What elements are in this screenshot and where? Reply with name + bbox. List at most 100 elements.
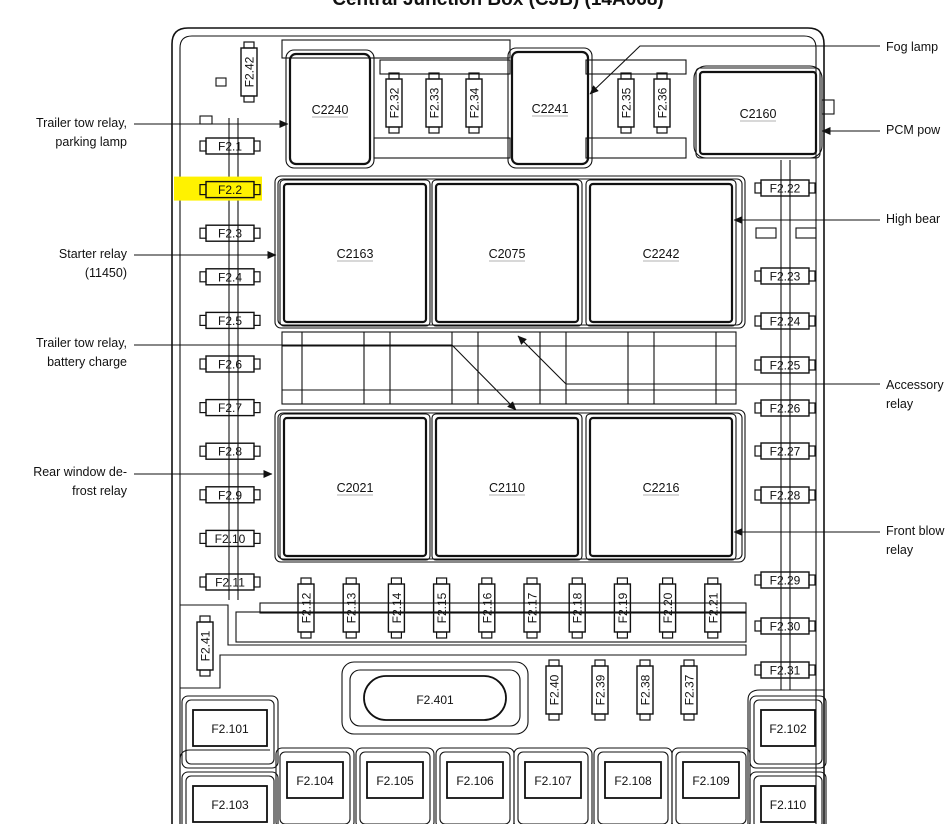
fuse-f2-25: F2.25 bbox=[754, 356, 816, 374]
fuse-f2-7: F2.7 bbox=[199, 398, 261, 417]
fuse-f2-38: F2.38 bbox=[636, 659, 654, 721]
fuse-label: F2.101 bbox=[211, 722, 249, 736]
relay-c2242: C2242 bbox=[585, 179, 737, 327]
fuse-f2-41: F2.41 bbox=[196, 615, 214, 677]
fuse-label: F2.106 bbox=[456, 774, 494, 788]
fuse-label: F2.13 bbox=[345, 592, 359, 623]
fuse-f2-105: F2.105 bbox=[355, 747, 435, 824]
relay-label: C2160 bbox=[740, 107, 777, 121]
callout-text: PCM pow bbox=[886, 123, 941, 137]
fuse-f2-12: F2.12 bbox=[297, 577, 315, 639]
fuse-label: F2.39 bbox=[594, 674, 608, 705]
fuse-f2-104: F2.104 bbox=[275, 747, 355, 824]
fuse-f2-23: F2.23 bbox=[754, 267, 816, 285]
callout-text: Starter relay bbox=[59, 247, 128, 261]
fuse-highlight-marker bbox=[174, 176, 262, 201]
fuse-f2-18: F2.18 bbox=[568, 577, 586, 639]
relay-label: C2216 bbox=[643, 481, 680, 495]
fuse-label: F2.110 bbox=[770, 798, 807, 812]
fuse-label: F2.30 bbox=[770, 620, 801, 634]
callout-leader bbox=[517, 335, 880, 385]
callout-pcmpow: PCM pow bbox=[821, 123, 941, 137]
fuse-label: F2.21 bbox=[706, 592, 720, 623]
fuse-f2-11: F2.11 bbox=[199, 573, 261, 591]
fuse-label: F2.20 bbox=[661, 592, 675, 623]
fuse-label: F2.10 bbox=[215, 532, 246, 546]
fuse-label: F2.107 bbox=[534, 774, 572, 788]
fuse-label: F2.23 bbox=[770, 270, 801, 284]
fuse-f2-34: F2.34 bbox=[465, 72, 483, 134]
fuse-label: F2.28 bbox=[770, 489, 801, 503]
fuse-label: F2.1 bbox=[218, 140, 242, 154]
callout-trailertowrelay-parkinglamp: Trailer tow relay,parking lamp bbox=[36, 116, 289, 149]
relay-label: C2075 bbox=[489, 247, 526, 261]
fuse-label: F2.7 bbox=[218, 401, 242, 415]
fuse-label: F2.17 bbox=[526, 592, 540, 623]
relay-c2163: C2163 bbox=[279, 179, 431, 327]
relay-label: C2163 bbox=[337, 247, 374, 261]
fuse-f2-37: F2.37 bbox=[680, 659, 698, 721]
callout-rearwindowde--frostrelay: Rear window de-frost relay bbox=[33, 465, 273, 498]
relay-label: C2021 bbox=[337, 481, 374, 495]
callout-leader bbox=[589, 45, 880, 95]
relay-c2110: C2110 bbox=[431, 413, 583, 561]
fuse-label: F2.24 bbox=[770, 315, 801, 329]
callout-text: (11450) bbox=[85, 266, 127, 280]
fuse-label: F2.4 bbox=[218, 270, 242, 284]
relay-label: C2242 bbox=[643, 247, 680, 261]
fuse-f2-30: F2.30 bbox=[754, 617, 816, 635]
callout-text: parking lamp bbox=[55, 135, 127, 149]
fuse-label: F2.12 bbox=[300, 592, 314, 623]
fuse-f2-31: F2.31 bbox=[754, 661, 816, 679]
fuse-label: F2.35 bbox=[620, 87, 634, 118]
fuse-f2-36: F2.36 bbox=[653, 72, 671, 134]
fuse-label: F2.29 bbox=[770, 574, 801, 588]
fuse-label: F2.14 bbox=[390, 592, 404, 623]
relay-c2241: C2241 bbox=[507, 47, 593, 169]
fuse-label: F2.27 bbox=[770, 445, 801, 459]
fuse-label: F2.42 bbox=[243, 56, 257, 87]
fuse-f2-27: F2.27 bbox=[754, 442, 816, 460]
fuses-layer: F2.1F2.2F2.3F2.4F2.5F2.6F2.7F2.8F2.9F2.1… bbox=[174, 41, 827, 824]
fuse-label: F2.104 bbox=[296, 774, 334, 788]
callout-text: High bear bbox=[886, 212, 940, 226]
fuse-f2-22: F2.22 bbox=[754, 179, 816, 197]
relay-label: C2241 bbox=[532, 102, 569, 116]
fuse-label: F2.9 bbox=[218, 488, 242, 502]
fuse-label: F2.37 bbox=[683, 674, 697, 705]
relay-c2075: C2075 bbox=[431, 179, 583, 327]
fuse-label: F2.8 bbox=[218, 445, 242, 459]
callout-trailertowrelay-batterycharge: Trailer tow relay,battery charge bbox=[36, 336, 517, 411]
fuse-f2-16: F2.16 bbox=[478, 577, 496, 639]
fuse-label: F2.25 bbox=[770, 359, 801, 373]
fuse-label: F2.401 bbox=[416, 693, 454, 707]
fuse-f2-33: F2.33 bbox=[425, 72, 443, 134]
callout-text: battery charge bbox=[47, 355, 127, 369]
fuse-f2-29: F2.29 bbox=[754, 571, 816, 589]
fuse-label: F2.33 bbox=[428, 87, 442, 118]
fuse-f2-24: F2.24 bbox=[754, 312, 816, 330]
callout-text: relay bbox=[886, 543, 914, 557]
relay-label: C2110 bbox=[489, 481, 525, 495]
fuse-label: F2.38 bbox=[639, 674, 653, 705]
callout-foglamp: Fog lamp bbox=[589, 40, 938, 95]
fuse-label: F2.103 bbox=[211, 798, 249, 812]
fuse-f2-39: F2.39 bbox=[591, 659, 609, 721]
fuse-label: F2.40 bbox=[548, 674, 562, 705]
relay-group-lower-inner bbox=[277, 412, 743, 560]
fuse-f2-110: F2.110 bbox=[749, 771, 827, 824]
fuse-label: F2.108 bbox=[614, 774, 652, 788]
fuse-f2-1: F2.1 bbox=[199, 137, 261, 155]
fuse-label: F2.36 bbox=[656, 87, 670, 118]
fuse-f2-8: F2.8 bbox=[199, 442, 261, 460]
fuse-f2-106: F2.106 bbox=[435, 747, 515, 824]
callout-text: frost relay bbox=[72, 484, 128, 498]
fuse-f2-13: F2.13 bbox=[342, 577, 360, 639]
callout-text: Accessory bbox=[886, 378, 944, 392]
fuse-label: F2.15 bbox=[435, 592, 449, 623]
fuse-f2-35: F2.35 bbox=[617, 72, 635, 134]
relay-c2021: C2021 bbox=[279, 413, 431, 561]
